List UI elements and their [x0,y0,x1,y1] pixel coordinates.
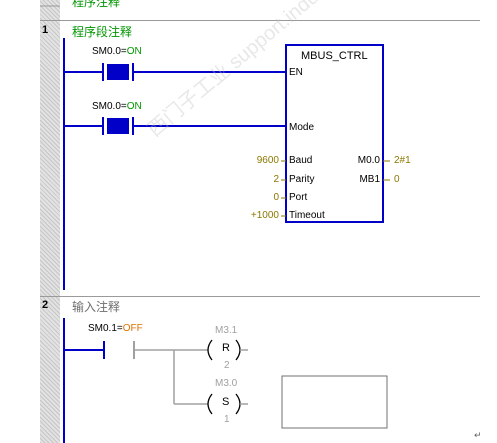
contact-3-address: SM0.1 [88,323,117,334]
baud-pin: Baud [289,155,313,166]
mbus-ctrl-title[interactable]: MBUS_CTRL [301,50,368,62]
timeout-pin: Timeout [289,210,325,221]
network-2-comment[interactable]: 输入注释 [72,300,121,314]
coil-r-count[interactable]: 2 [224,360,230,371]
network-2-number[interactable]: 2 [42,299,49,311]
error-value[interactable]: 0 [394,174,400,185]
mbus-ctrl-block [285,44,384,223]
contact-1-power-flow [107,64,129,80]
coil-r-type: R [222,342,230,354]
parity-pin: Parity [289,174,315,185]
done-pin: M0.0 [357,155,380,166]
contact-2-power-flow [107,118,129,134]
done-value[interactable]: 2#1 [394,155,411,166]
contact-1-label[interactable]: SM0.0=ON [92,46,142,57]
contact-2-state: ON [126,101,142,112]
empty-network-box [281,375,388,429]
return-mark-icon: ↵ [474,431,482,441]
timeout-value[interactable]: +1000 [250,210,279,221]
coil-r-left-arc [207,339,213,361]
network-1-comment[interactable]: 程序段注释 [72,25,133,39]
coil-r-right-arc [235,339,241,361]
baud-value[interactable]: 9600 [256,155,279,166]
contact-3-state: OFF [122,323,143,334]
network-separator [40,296,480,297]
coil-s-address[interactable]: M3.0 [215,378,238,389]
contact-1-state: ON [126,46,142,57]
coil-s-right-arc [235,393,241,415]
parity-value[interactable]: 2 [273,174,279,185]
contact-3-label[interactable]: SM0.1=OFF [88,323,143,334]
network-separator [40,20,480,21]
coil-s-left-arc [207,393,213,415]
port-pin: Port [289,192,308,203]
network-1-number[interactable]: 1 [42,24,49,36]
contact-1-address: SM0.0 [92,46,121,57]
error-pin: MB1 [359,174,380,185]
mode-pin: Mode [289,122,315,133]
coil-s-type: S [222,396,230,408]
en-pin: EN [289,67,303,78]
program-comment-fragment: 程序注释 [72,0,121,9]
coil-s-count[interactable]: 1 [224,414,230,425]
line-gutter [40,0,60,443]
contact-2-address: SM0.0 [92,101,121,112]
coil-r-address[interactable]: M3.1 [215,325,238,336]
port-value[interactable]: 0 [273,192,279,203]
contact-2-label[interactable]: SM0.0=ON [92,101,142,112]
